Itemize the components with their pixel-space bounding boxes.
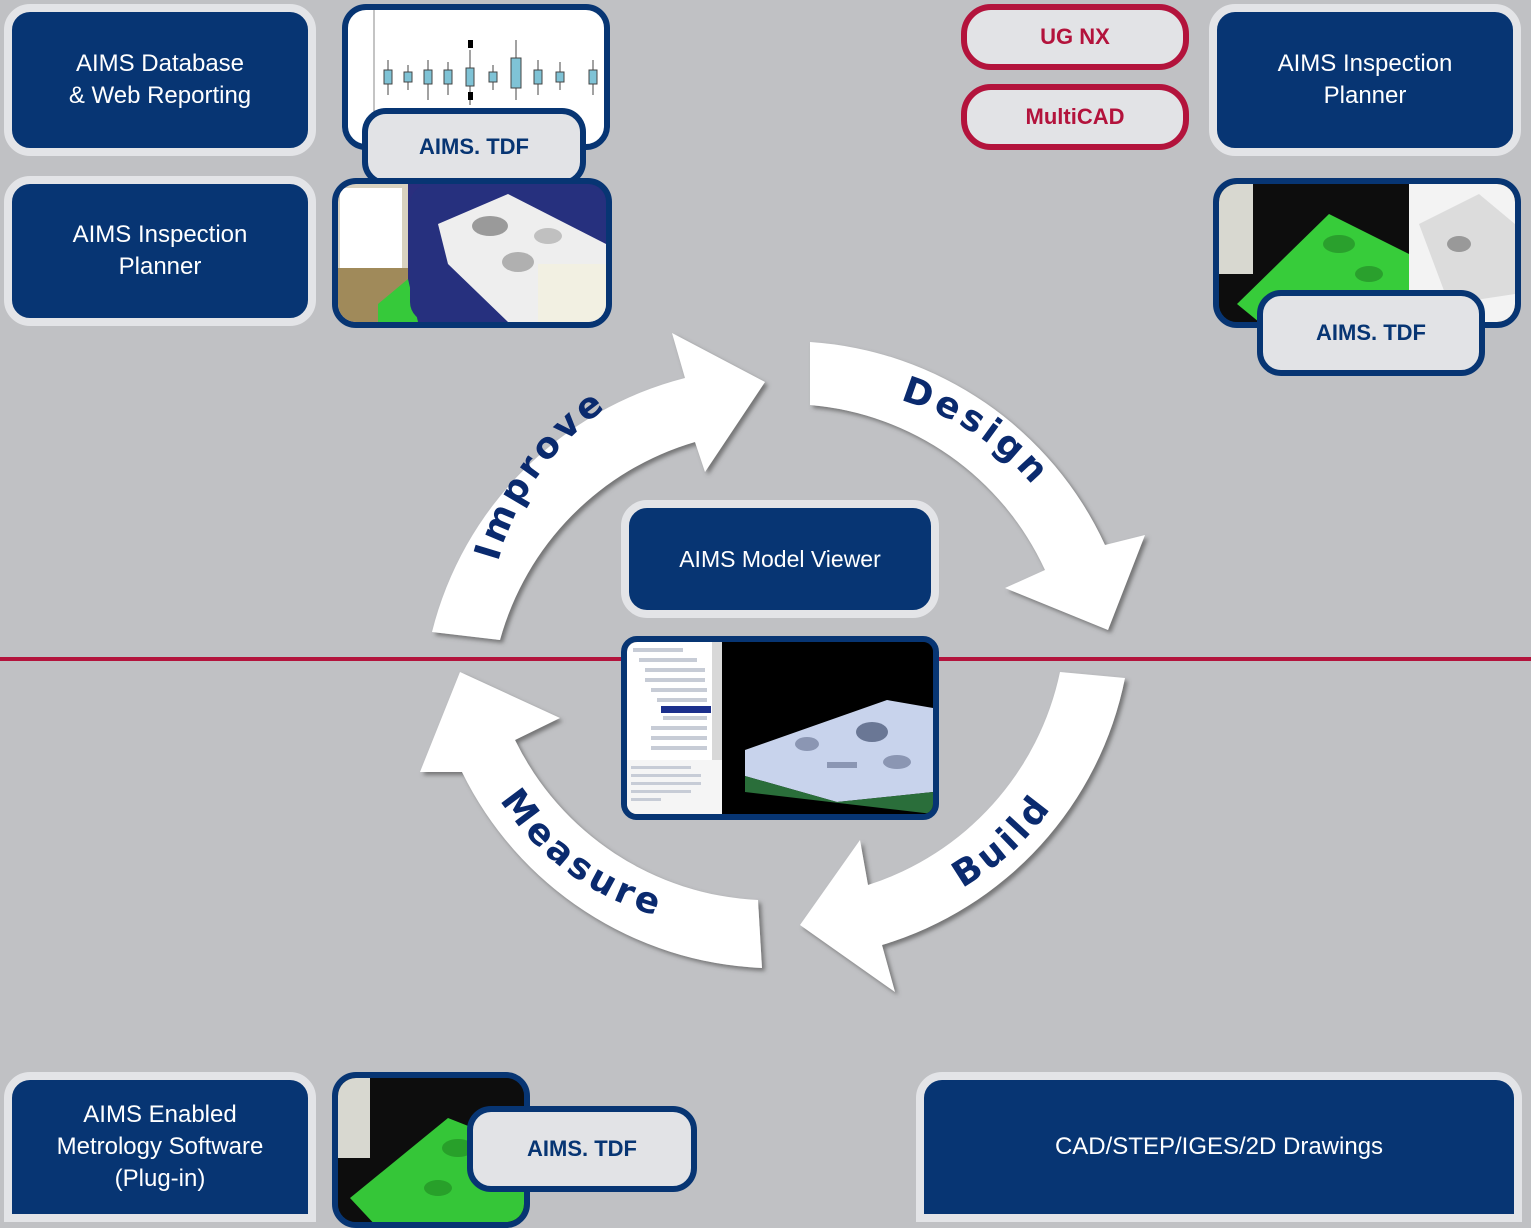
cad-formats-label: CAD/STEP/IGES/2D Drawings [1054,1133,1384,1160]
measure-arrow [420,672,762,968]
aims-tdf-tag-right: AIMS. TDF [1257,290,1485,376]
aims-inspection-planner-left-box: AIMS Inspection Planner [4,176,316,326]
aims-model-viewer-box: AIMS Model Viewer [621,500,939,618]
aims-tdf-label-right: AIMS. TDF [1316,320,1426,345]
aims-database-box: AIMS Database & Web Reporting [4,4,316,156]
design-arrow [810,342,1145,630]
aims-enabled-metrology-box: AIMS Enabled Metrology Software (Plug-in… [4,1072,316,1222]
aims-inspection-planner-right-box: AIMS Inspection Planner [1209,4,1521,156]
build-arrow [800,672,1125,992]
cad-formats-box: CAD/STEP/IGES/2D Drawings [916,1072,1522,1222]
box-plot-chart-image [373,10,598,140]
inspection-planner-left-label: AIMS Inspection Planner [72,221,248,280]
model-viewer-label: AIMS Model Viewer [679,546,881,572]
metrology-software-label: AIMS Enabled Metrology Software (Plug-in… [56,1101,264,1192]
aims-tdf-tag-top: AIMS. TDF [362,108,586,186]
model-viewer-screenshot [621,636,939,820]
aims-tdf-label-bottom: AIMS. TDF [527,1136,637,1161]
aims-tdf-tag-bottom: AIMS. TDF [467,1106,697,1192]
cad-part-screenshot-left [332,178,612,328]
improve-arrow [432,333,765,640]
multicad-label: MultiCAD [1025,104,1125,129]
cad-part-image-left [338,184,606,322]
ug-nx-tag: UG NX [961,4,1189,70]
aims-database-label: AIMS Database & Web Reporting [68,50,252,109]
aims-tdf-label-top: AIMS. TDF [419,134,529,159]
inspection-planner-right-label: AIMS Inspection Planner [1277,50,1453,109]
model-viewer-image [627,642,933,814]
multicad-tag: MultiCAD [961,84,1189,150]
ug-nx-label: UG NX [1040,24,1110,49]
